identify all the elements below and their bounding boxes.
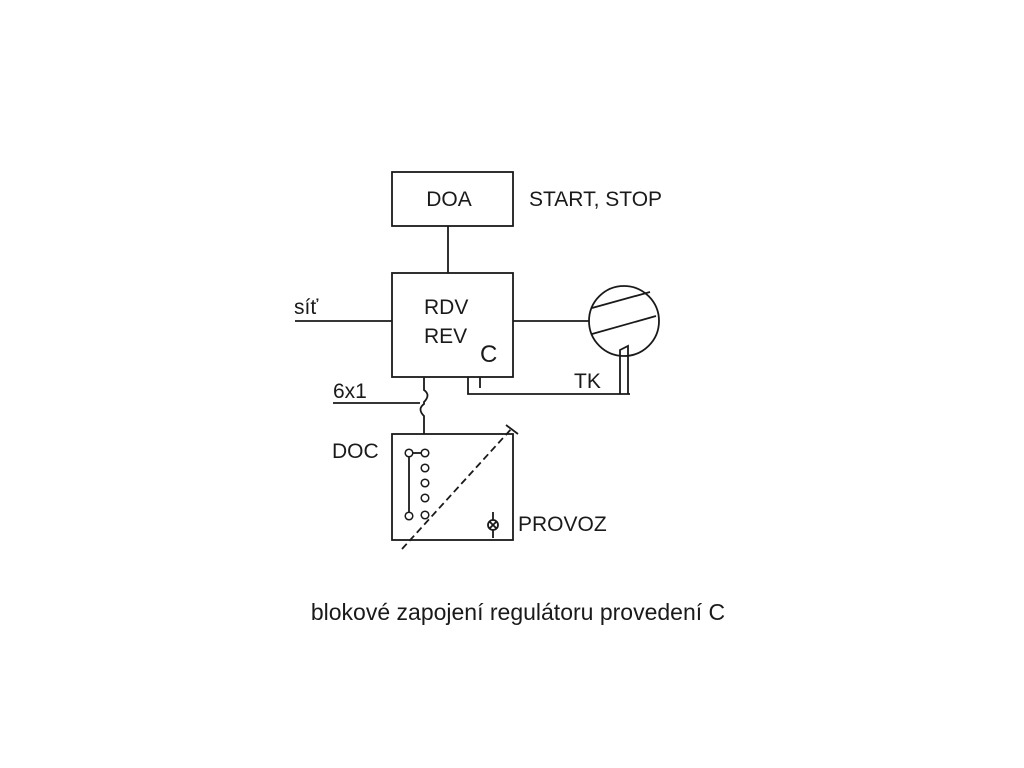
mains-label: síť: [294, 296, 319, 319]
regulator-variant-label: C: [480, 341, 497, 368]
doa-note: START, STOP: [529, 188, 662, 211]
indicator-label: PROVOZ: [518, 513, 607, 536]
doc-label: DOC: [332, 440, 379, 463]
compressor-icon: [588, 285, 660, 394]
cable-label: 6x1: [333, 380, 367, 403]
doc-terminals: [404, 448, 430, 521]
doa-label: DOA: [426, 188, 472, 211]
sensor-label: TK: [574, 370, 601, 393]
sensor-line-outer: [467, 377, 630, 395]
cable-6x1: [419, 377, 429, 434]
diagram-caption: blokové zapojení regulátoru provedení C: [311, 599, 725, 625]
lamp-icon: [487, 512, 499, 538]
regulator-label-line1: RDV: [424, 296, 468, 319]
regulator-box: [391, 272, 514, 378]
doc-dashed-line: [401, 424, 519, 550]
doa-box: [391, 171, 514, 227]
regulator-label-line2: REV: [424, 325, 467, 348]
